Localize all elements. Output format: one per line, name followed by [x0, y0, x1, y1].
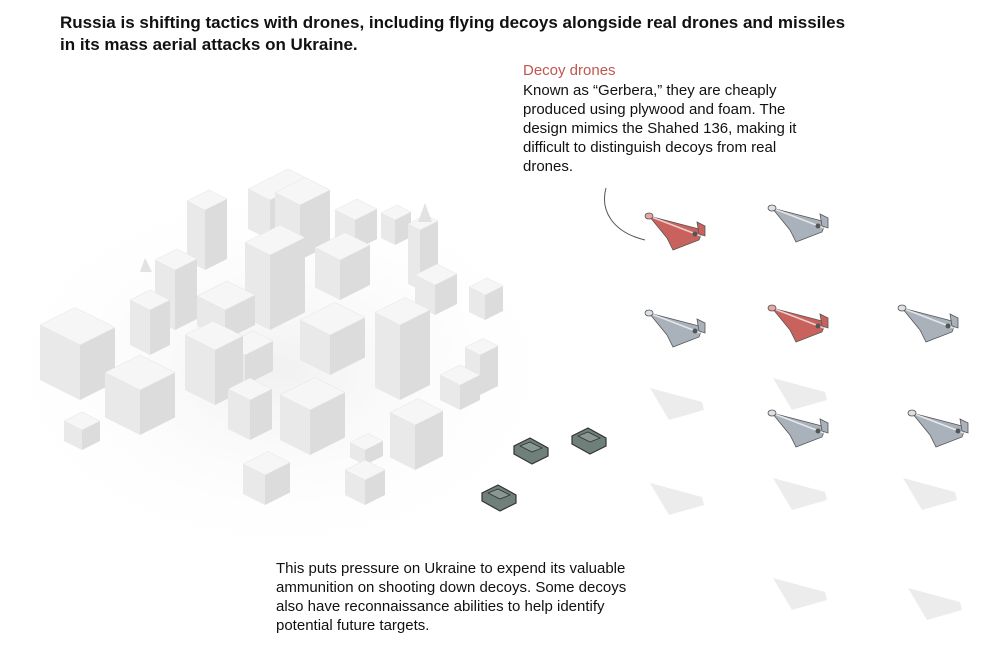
drone-shadows — [650, 378, 962, 620]
building — [299, 302, 366, 375]
drone-shadow — [903, 478, 957, 510]
shahed-drone-icon — [767, 204, 829, 243]
building — [439, 364, 481, 410]
building — [279, 377, 346, 455]
building — [63, 411, 101, 450]
bottom-note: This puts pressure on Ukraine to expend … — [276, 560, 627, 634]
drone-shadow — [650, 388, 704, 420]
drone-shadow — [773, 578, 827, 610]
drone-shadow — [773, 378, 827, 410]
building — [380, 204, 412, 245]
building — [244, 224, 306, 330]
tank — [513, 437, 549, 465]
spire — [140, 258, 152, 272]
decoy-drone-icon — [644, 212, 706, 251]
building — [242, 451, 291, 505]
building — [129, 289, 171, 355]
spire — [418, 203, 432, 222]
headline: Russia is shifting tactics with drones, … — [60, 13, 846, 54]
drone-shadow — [773, 478, 827, 510]
military-vehicles — [481, 427, 607, 512]
building — [414, 263, 458, 315]
drone-swarm — [644, 204, 969, 448]
building — [389, 398, 444, 470]
drone-shadow — [908, 588, 962, 620]
decoy-drone-icon — [767, 304, 829, 343]
armored-vehicle — [481, 484, 517, 512]
building — [468, 277, 504, 320]
armored-vehicle — [571, 427, 607, 455]
building — [344, 459, 386, 505]
shahed-drone-icon — [907, 409, 969, 448]
drone-shadow — [650, 483, 704, 515]
building — [39, 307, 116, 400]
building — [349, 433, 384, 465]
shahed-drone-icon — [897, 304, 959, 343]
decoy-annotation: Decoy drones Known as “Gerbera,” they ar… — [523, 62, 813, 176]
shahed-drone-icon — [767, 409, 829, 448]
callout-line — [604, 187, 646, 241]
decoy-description: Known as “Gerbera,” they are cheaply pro… — [523, 82, 797, 175]
building — [186, 189, 228, 270]
decoy-heading: Decoy drones — [523, 62, 616, 79]
building — [227, 377, 273, 440]
shahed-drone-icon — [644, 309, 706, 348]
building — [184, 320, 244, 405]
building — [374, 297, 431, 400]
building — [314, 232, 371, 300]
city-buildings — [39, 168, 504, 505]
building — [104, 354, 176, 435]
